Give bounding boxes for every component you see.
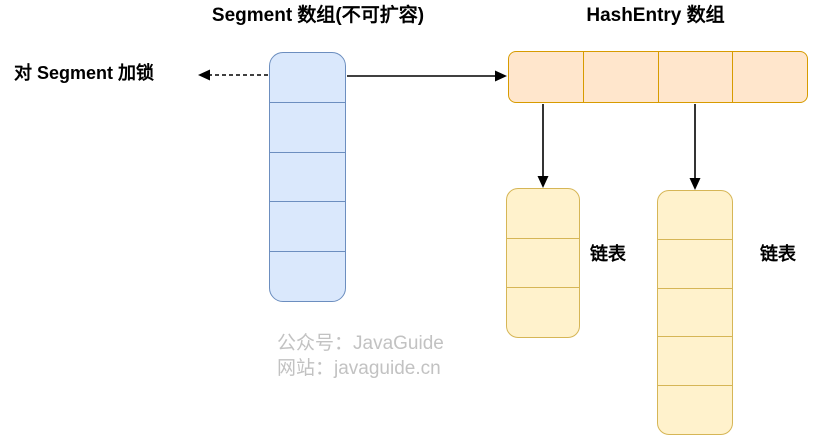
- segment-to-hashentry-arrow: [347, 70, 507, 82]
- watermark: 公众号：JavaGuide 网站：javaguide.cn: [277, 331, 444, 381]
- segment-array-title: Segment 数组(不可扩容): [211, 5, 425, 26]
- array-cell: [582, 52, 658, 102]
- hashentry-array: [508, 51, 808, 103]
- array-cell: [658, 385, 732, 434]
- array-cell: [507, 189, 579, 238]
- array-cell: [658, 287, 732, 337]
- array-cell: [658, 336, 732, 385]
- watermark-line2: 网站：javaguide.cn: [277, 358, 441, 379]
- hashentry-to-list1-arrow: [537, 104, 549, 188]
- linked-list-1-label: 链表: [590, 244, 626, 264]
- array-cell: [507, 237, 579, 288]
- array-cell: [657, 52, 733, 102]
- array-cell: [270, 53, 345, 102]
- hashentry-to-list2-arrow: [689, 104, 701, 190]
- array-cell: [509, 52, 583, 102]
- array-cell: [270, 151, 345, 202]
- linked-list-1: [506, 188, 580, 338]
- array-cell: [732, 52, 807, 102]
- watermark-line1: 公众号：JavaGuide: [277, 333, 444, 354]
- segment-lock-label: 对 Segment 加锁: [14, 63, 155, 83]
- hashentry-array-title: HashEntry 数组: [586, 5, 725, 26]
- array-cell: [507, 287, 579, 337]
- segment-array: [269, 52, 346, 302]
- linked-list-2: [657, 190, 733, 435]
- array-cell: [270, 251, 345, 301]
- lock-dashed-arrow: [198, 69, 268, 81]
- array-cell: [658, 238, 732, 288]
- array-cell: [270, 201, 345, 251]
- array-cell: [270, 101, 345, 152]
- linked-list-2-label: 链表: [760, 244, 796, 264]
- array-cell: [658, 191, 732, 239]
